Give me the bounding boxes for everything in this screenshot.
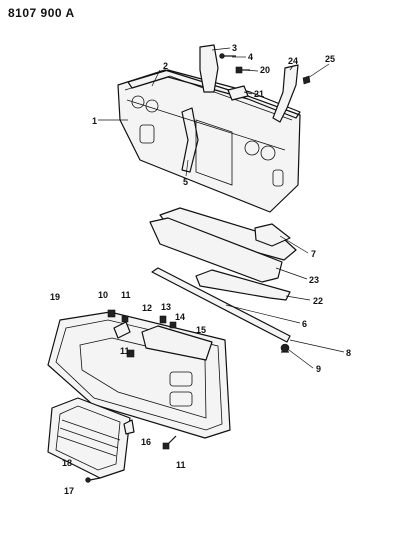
callout-17: 17 — [64, 486, 74, 496]
callout-24: 24 — [288, 56, 298, 66]
lower-shield-22 — [195, 269, 291, 301]
callout-3: 3 — [232, 43, 237, 53]
callout-19: 19 — [50, 292, 60, 302]
nut-11-middle — [126, 349, 135, 358]
callout-8: 8 — [346, 348, 351, 358]
callout-4: 4 — [248, 52, 253, 62]
callout-15: 15 — [196, 325, 206, 335]
bolt-11-bottom — [162, 435, 177, 450]
callout-11-bottom: 11 — [176, 460, 186, 470]
callout-6: 6 — [302, 319, 307, 329]
document-code: 8107 900 A — [8, 6, 75, 20]
callout-16: 16 — [141, 437, 151, 447]
bolt-14 — [169, 321, 177, 329]
callout-7: 7 — [311, 249, 316, 259]
deflector-bracket — [254, 223, 291, 247]
upper-tie-bar — [127, 69, 301, 119]
nut-11-top — [121, 315, 129, 323]
callout-2: 2 — [163, 61, 168, 71]
clip-16 — [123, 419, 135, 435]
leader-lines — [98, 47, 345, 369]
hood-latch-bracket — [199, 44, 219, 93]
callout-25: 25 — [325, 54, 335, 64]
callout-5: 5 — [183, 177, 188, 187]
clip-10 — [107, 309, 116, 318]
callout-20: 20 — [260, 65, 270, 75]
callout-11-middle: 11 — [120, 346, 130, 356]
callout-23: 23 — [309, 275, 319, 285]
valance-strip — [151, 267, 291, 343]
callout-1: 1 — [92, 116, 97, 126]
callout-14: 14 — [175, 312, 185, 322]
callout-9: 9 — [316, 364, 321, 374]
callout-13: 13 — [161, 302, 171, 312]
push-nut-9 — [280, 343, 290, 353]
clip-21 — [227, 85, 249, 101]
screw-4 — [219, 53, 236, 59]
grille-top-cover — [141, 325, 213, 361]
callout-11-top: 11 — [121, 290, 131, 300]
callout-22: 22 — [313, 296, 323, 306]
callout-18: 18 — [62, 458, 72, 468]
screw-17 — [85, 477, 101, 483]
grille-assembly — [47, 397, 131, 479]
callout-10: 10 — [98, 290, 108, 300]
radiator-support-panel — [117, 69, 301, 213]
center-brace — [181, 107, 199, 173]
callout-21: 21 — [254, 89, 264, 99]
support-bracket — [272, 64, 299, 123]
lower-shield — [149, 217, 283, 283]
retainer-12 — [113, 321, 131, 339]
screw-13 — [159, 315, 167, 324]
callout-12: 12 — [142, 303, 152, 313]
